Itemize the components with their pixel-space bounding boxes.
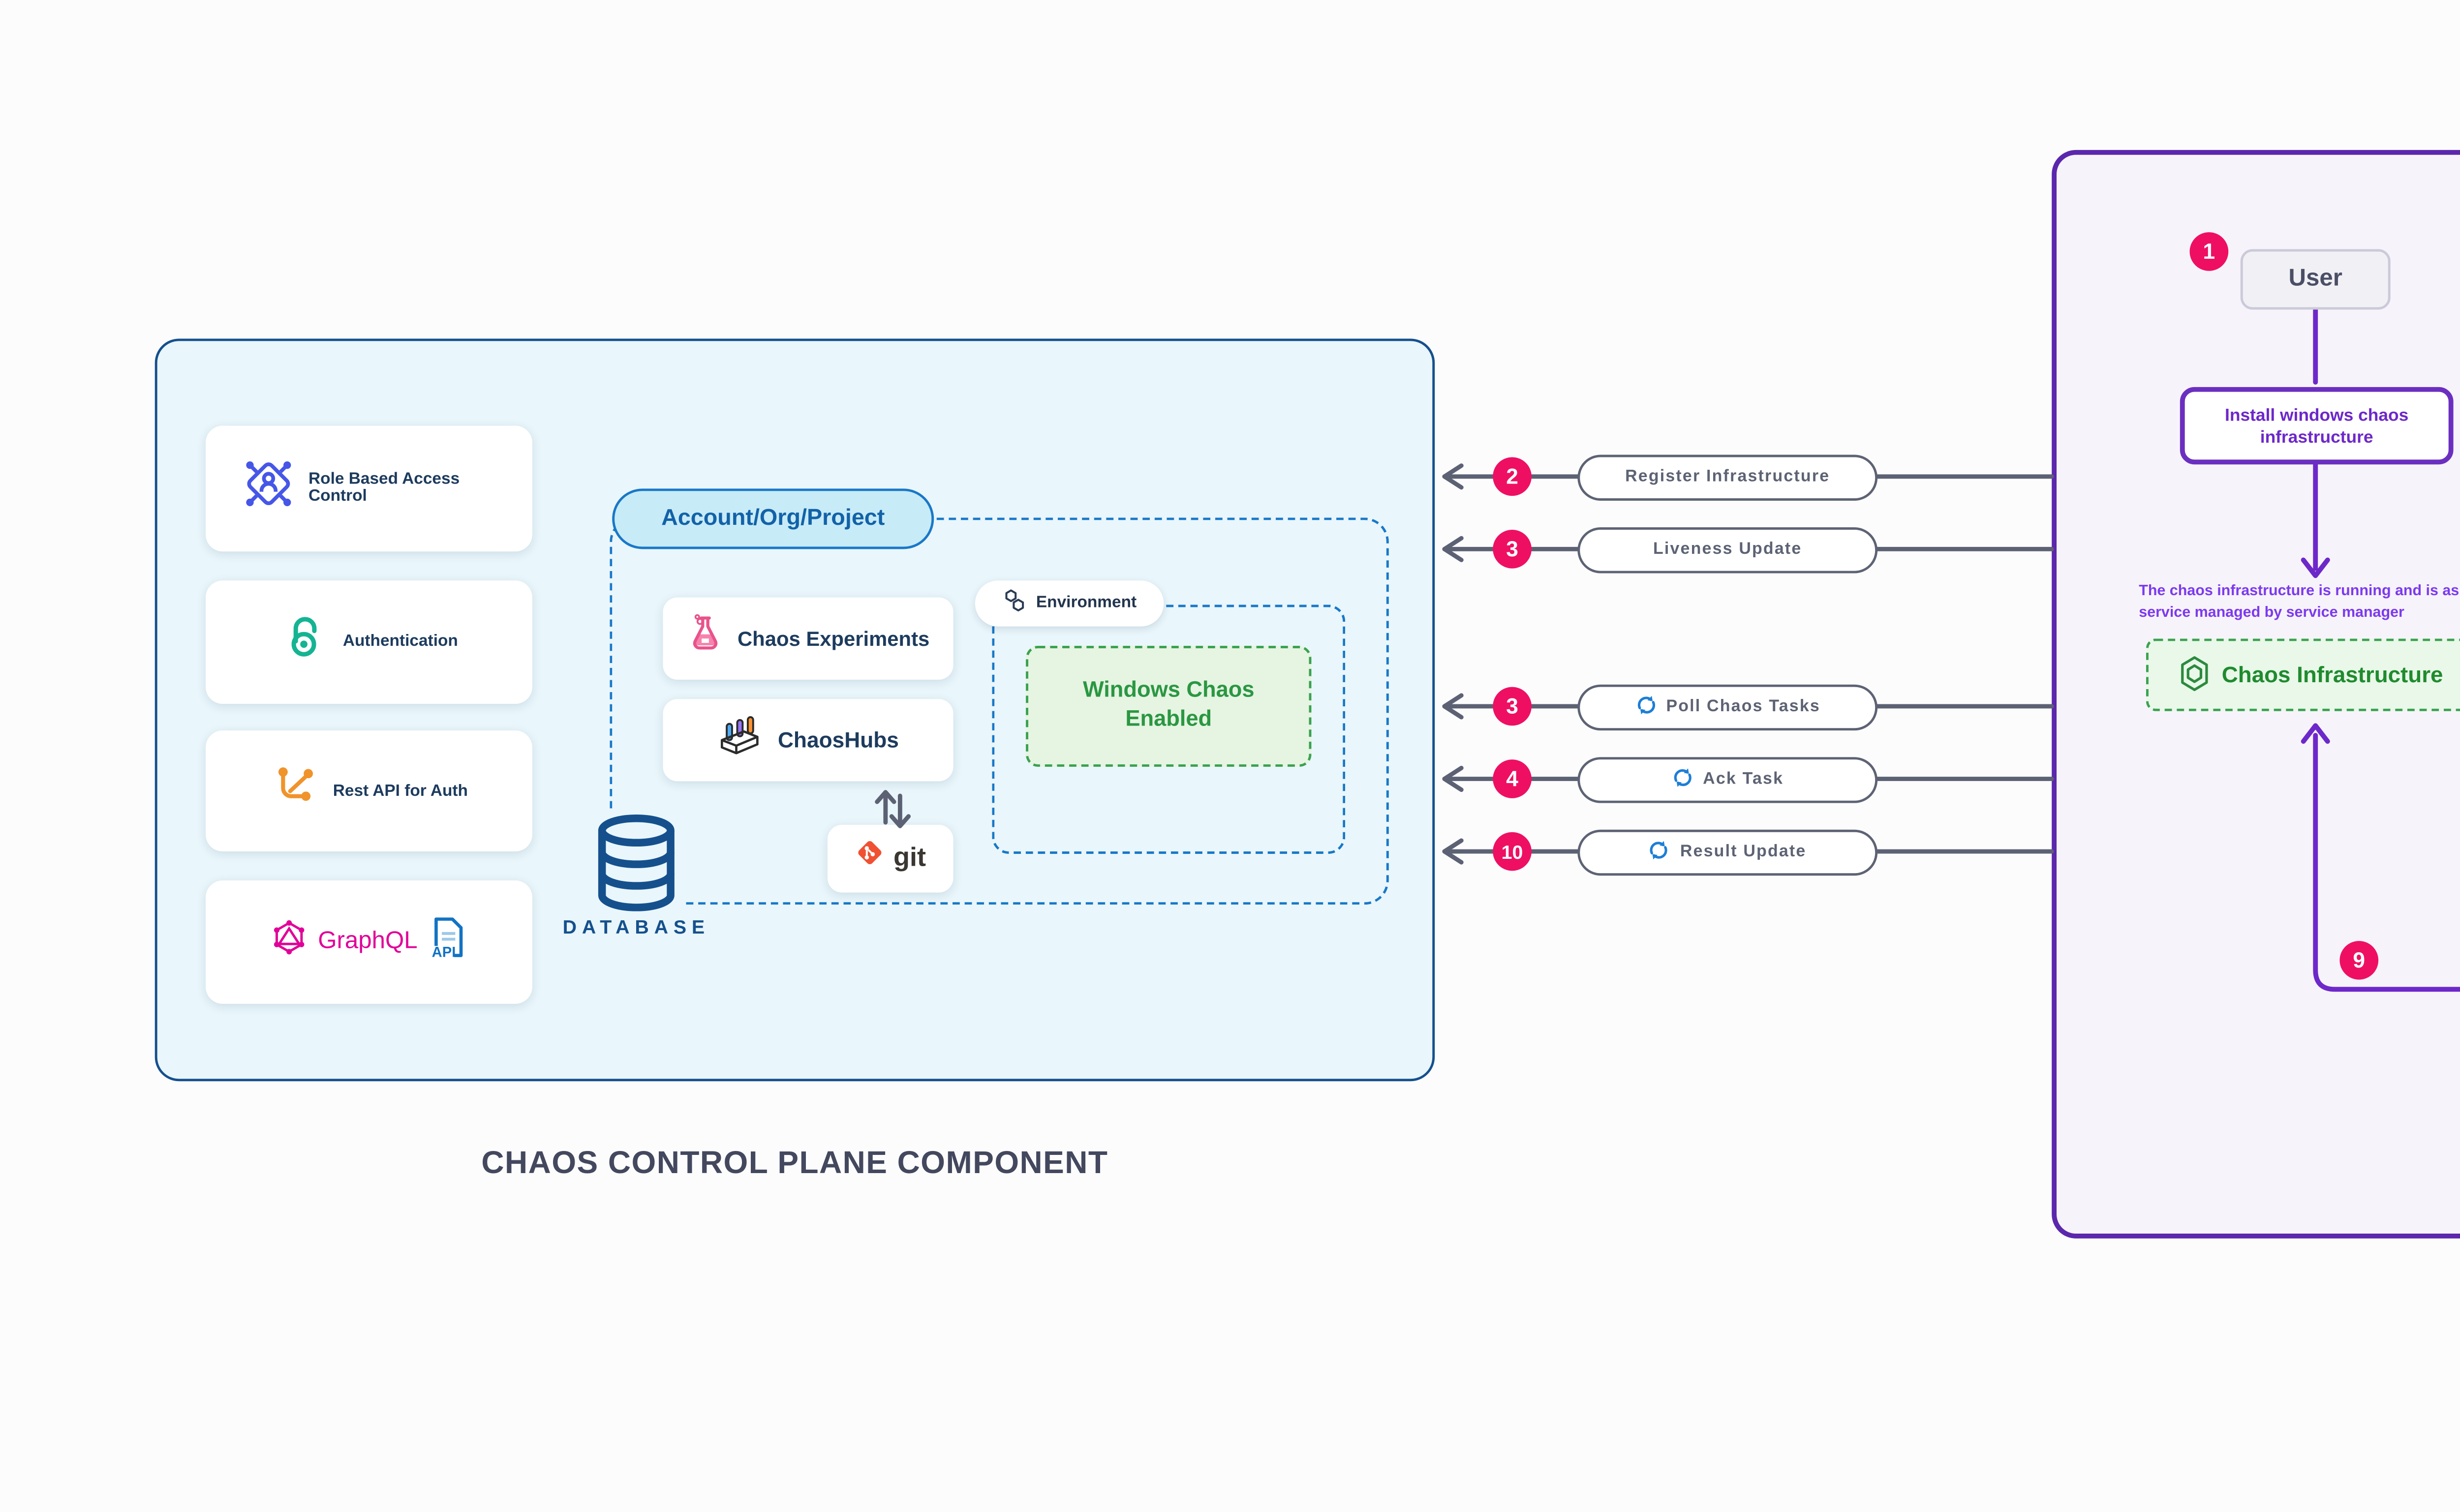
branch-icon	[270, 761, 318, 821]
sync-icon	[1635, 685, 1657, 728]
account-org-project-pill: Account/Org/Project	[612, 488, 934, 549]
git-label: git	[893, 844, 926, 874]
install-infrastructure-box: Install windows chaos infrastructure	[2180, 387, 2454, 465]
chaoshubs-label: ChaosHubs	[777, 728, 899, 753]
step-badge-4: 4	[1492, 758, 1533, 799]
register-infrastructure-pill: Register Infrastructure	[1577, 454, 1878, 500]
graphql-icon	[272, 918, 308, 966]
rbac-label: Role Based Access Control	[308, 471, 460, 506]
user-box: User	[2240, 249, 2391, 310]
graphql-label: GraphQL	[318, 929, 418, 956]
chaos-infrastructure-box: Chaos Infrastructure	[2146, 638, 2460, 711]
database-icon	[588, 810, 685, 917]
ack-task-pill: Ack Task	[1577, 756, 1878, 802]
chaos-experiments-card: Chaos Experiments	[663, 597, 953, 680]
control-plane-title: CHAOS CONTROL PLANE COMPONENT	[481, 1144, 1108, 1180]
rest-api-label: Rest API for Auth	[333, 782, 468, 800]
sync-icon	[1671, 757, 1693, 801]
chaos-experiments-label: Chaos Experiments	[737, 626, 930, 651]
environment-dashed-box	[992, 605, 1346, 854]
infra-running-note: The chaos infrastructure is running and …	[2139, 583, 2460, 621]
flask-icon	[687, 612, 723, 665]
step-badge-2: 2	[1492, 456, 1533, 497]
chaos-infrastructure-label: Chaos Infrastructure	[2221, 663, 2443, 687]
rbac-card: Role Based Access Control	[206, 425, 532, 552]
test-tube-rack-icon	[717, 712, 763, 768]
step-badge-1: 1	[2189, 231, 2229, 272]
svg-text:API: API	[431, 943, 455, 959]
authentication-card: Authentication	[206, 580, 532, 704]
api-document-icon: API	[427, 913, 466, 971]
database-label: DATABASE	[562, 916, 710, 939]
environment-label: Environment	[1036, 595, 1137, 612]
graphql-card: GraphQL API	[206, 880, 532, 1004]
git-icon	[855, 837, 886, 881]
step-badge-10: 10	[1492, 831, 1533, 872]
authentication-label: Authentication	[342, 634, 458, 651]
step-badge-3a: 3	[1492, 529, 1533, 569]
git-card: git	[827, 824, 953, 893]
step-badge-3b: 3	[1492, 686, 1533, 726]
liveness-update-pill: Liveness Update	[1577, 526, 1878, 573]
open-lock-icon	[280, 612, 328, 672]
rbac-icon	[241, 456, 294, 521]
chaoshubs-card: ChaosHubs	[663, 699, 953, 782]
windows-chaos-enabled-box: Windows Chaos Enabled	[1026, 646, 1312, 767]
chaos-infrastructure-icon	[2181, 654, 2210, 696]
execution-plane-title: CHAOS EXECUTION PLANE COMPONENT	[2052, 1316, 2460, 1352]
hexagons-icon	[1002, 582, 1029, 626]
sync-icon	[1649, 830, 1670, 874]
rest-api-card: Rest API for Auth	[206, 730, 532, 852]
result-update-pill: Result Update	[1577, 828, 1878, 875]
environment-pill: Environment	[975, 580, 1164, 627]
poll-chaos-tasks-pill: Poll Chaos Tasks	[1577, 683, 1878, 729]
account-scope-dashed-box	[610, 517, 1389, 905]
